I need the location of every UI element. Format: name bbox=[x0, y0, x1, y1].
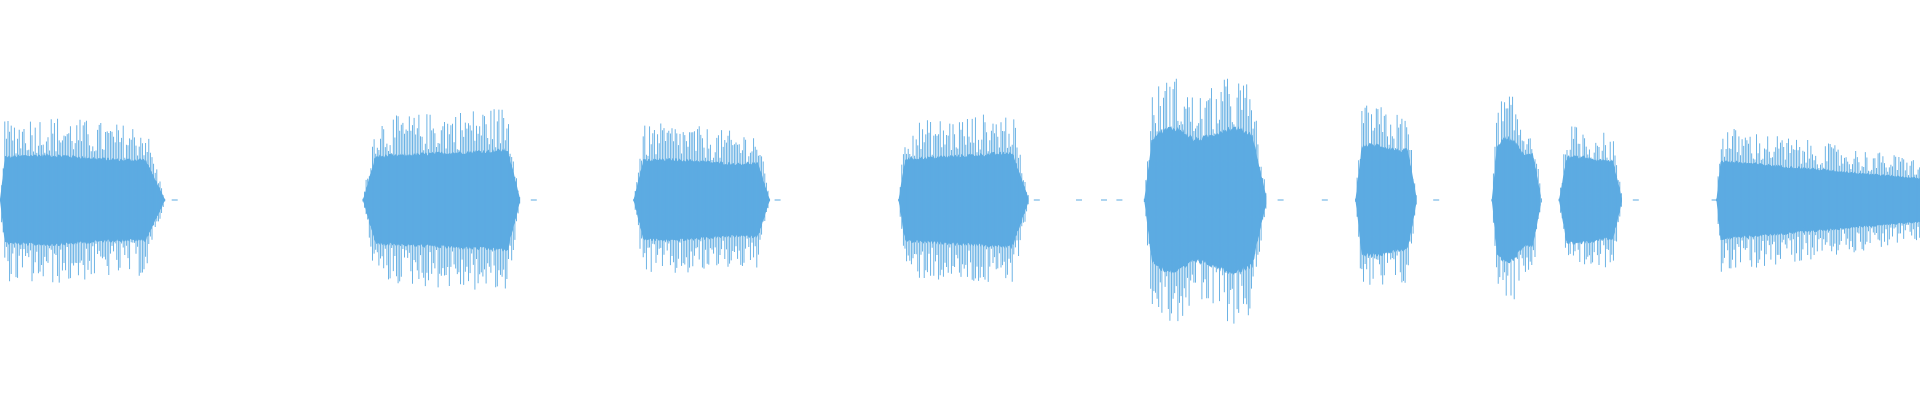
waveform-spikes bbox=[1143, 78, 1267, 324]
waveform-spikes bbox=[1355, 105, 1417, 285]
waveform-burst-4 bbox=[898, 114, 1029, 282]
waveform-spikes bbox=[1558, 126, 1622, 268]
waveform-spikes bbox=[1491, 96, 1542, 300]
waveform-core bbox=[0, 153, 165, 247]
waveform-spikes bbox=[898, 114, 1029, 282]
waveform-burst-6 bbox=[1355, 105, 1417, 285]
waveform-spikes bbox=[633, 123, 771, 273]
waveform-burst-7 bbox=[1491, 96, 1542, 300]
waveform-burst-9 bbox=[1716, 129, 1920, 272]
waveform-bursts bbox=[0, 78, 1920, 324]
waveform-burst-2 bbox=[362, 109, 521, 290]
waveform-burst-3 bbox=[633, 123, 771, 273]
waveform-spikes bbox=[362, 109, 521, 290]
waveform-spikes bbox=[0, 118, 166, 283]
waveform-burst-5 bbox=[1143, 78, 1267, 324]
waveform-burst-1 bbox=[0, 118, 166, 283]
waveform-burst-8 bbox=[1558, 126, 1622, 268]
